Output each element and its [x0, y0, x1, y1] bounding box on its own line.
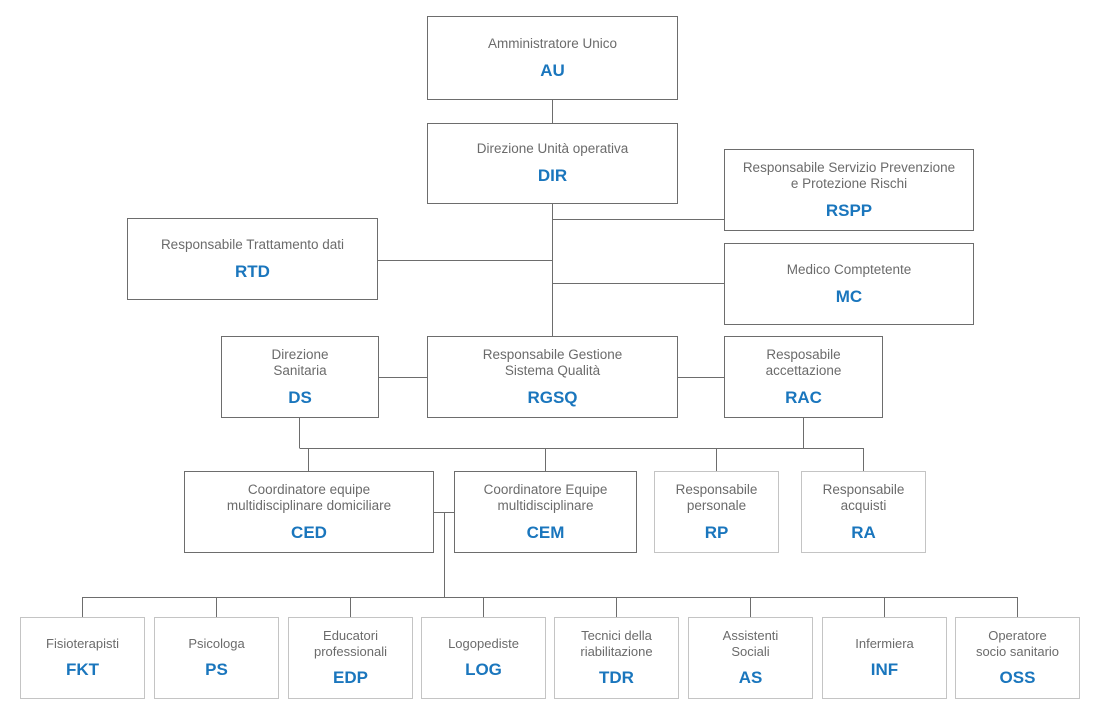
- node-rac: Resposabile accettazione RAC: [724, 336, 883, 418]
- node-ced: Coordinatore equipe multidisciplinare do…: [184, 471, 434, 553]
- node-log: Logopediste LOG: [421, 617, 546, 699]
- node-ra: Responsabile acquisti RA: [801, 471, 926, 553]
- node-title: Coordinatore Equipe multidisciplinare: [483, 481, 608, 513]
- node-cem: Coordinatore Equipe multidisciplinare CE…: [454, 471, 637, 553]
- node-amministratore-unico: Amministratore Unico AU: [427, 16, 678, 100]
- node-direzione-unita-operativa: Direzione Unità operativa DIR: [427, 123, 678, 204]
- node-rspp: Responsabile Servizio Prevenzione e Prot…: [724, 149, 974, 231]
- node-code: TDR: [599, 668, 634, 687]
- node-ds: Direzione Sanitaria DS: [221, 336, 379, 418]
- node-rgsq: Responsabile Gestione Sistema Qualità RG…: [427, 336, 678, 418]
- node-title: Responsabile Trattamento dati: [160, 236, 345, 252]
- node-code: CED: [291, 522, 327, 542]
- node-code: RAC: [785, 387, 822, 407]
- node-title: Coordinatore equipe multidisciplinare do…: [226, 481, 392, 513]
- node-title: Amministratore Unico: [487, 35, 618, 51]
- node-title: Infermiera: [855, 636, 914, 651]
- node-title: Psicologa: [188, 636, 245, 651]
- node-inf: Infermiera INF: [822, 617, 947, 699]
- node-code: INF: [870, 660, 899, 679]
- node-title: Fisioterapisti: [46, 636, 119, 651]
- node-ps: Psicologa PS: [154, 617, 279, 699]
- node-title: Tecnici della riabilitazione: [580, 628, 653, 659]
- node-title: Educatori professionali: [314, 628, 387, 659]
- node-as: Assistenti Sociali AS: [688, 617, 813, 699]
- node-oss: Operatore socio sanitario OSS: [955, 617, 1080, 699]
- node-tdr: Tecnici della riabilitazione TDR: [554, 617, 679, 699]
- node-title: Responsabile acquisti: [822, 481, 905, 513]
- node-title: Resposabile accettazione: [765, 346, 842, 378]
- node-edp: Educatori professionali EDP: [288, 617, 413, 699]
- node-title: Assistenti Sociali: [722, 628, 779, 659]
- node-mc: Medico Comptetente MC: [724, 243, 974, 325]
- node-title: Responsabile Servizio Prevenzione e Prot…: [742, 159, 956, 191]
- node-code: DIR: [537, 166, 568, 185]
- node-code: LOG: [465, 660, 502, 679]
- node-title: Medico Comptetente: [786, 261, 912, 277]
- node-code: FKT: [65, 660, 100, 679]
- node-code: AS: [738, 668, 763, 687]
- node-title: Direzione Unità operativa: [476, 141, 629, 156]
- node-code: PS: [205, 660, 228, 679]
- node-code: EDP: [333, 668, 368, 687]
- node-fkt: Fisioterapisti FKT: [20, 617, 145, 699]
- node-title: Responsabile Gestione Sistema Qualità: [482, 346, 623, 378]
- node-title: Responsabile personale: [675, 481, 758, 513]
- node-title: Logopediste: [448, 636, 519, 651]
- node-code: OSS: [999, 668, 1036, 687]
- node-code: RP: [704, 522, 729, 542]
- node-rp: Responsabile personale RP: [654, 471, 779, 553]
- node-code: CEM: [526, 522, 565, 542]
- node-code: RSPP: [825, 200, 873, 220]
- node-code: RTD: [235, 261, 270, 281]
- node-title: Direzione Sanitaria: [271, 346, 329, 378]
- node-rtd: Responsabile Trattamento dati RTD: [127, 218, 378, 300]
- node-code: RA: [851, 522, 876, 542]
- node-title: Operatore socio sanitario: [975, 628, 1060, 659]
- node-code: AU: [540, 60, 565, 80]
- node-code: DS: [288, 387, 312, 407]
- node-code: MC: [835, 286, 863, 306]
- node-code: RGSQ: [527, 387, 578, 407]
